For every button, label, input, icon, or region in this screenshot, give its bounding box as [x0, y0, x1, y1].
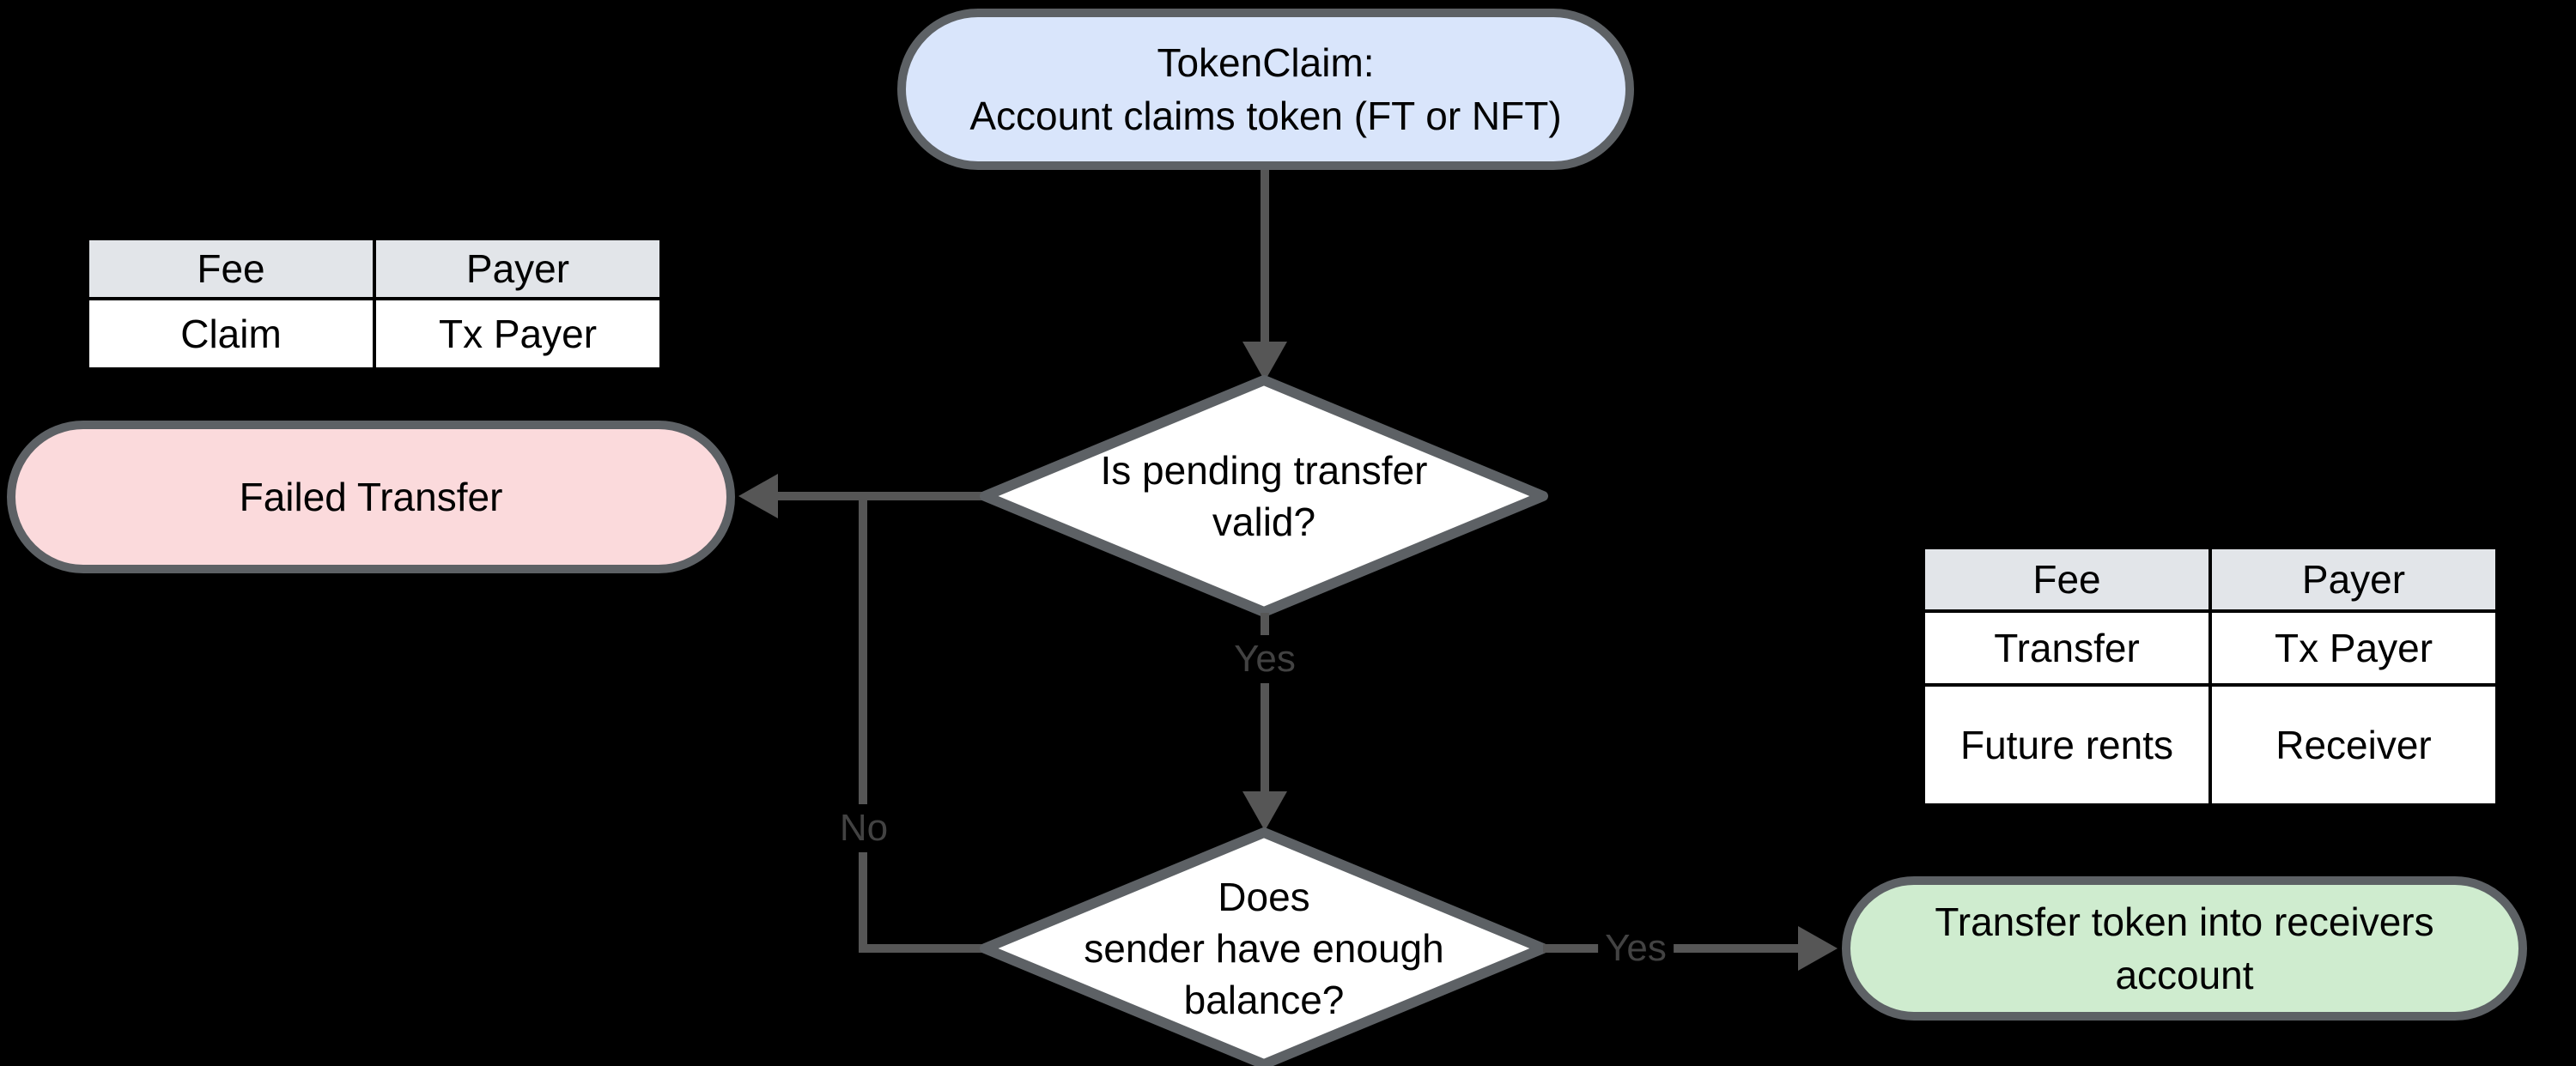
- edge-label-yes: Yes: [1227, 635, 1303, 683]
- table-header-row: Fee Payer: [1922, 546, 2499, 613]
- edge-balance-to-failed-horizontal: [859, 944, 987, 953]
- table-header-row: Fee Payer: [86, 237, 663, 300]
- transfer-table-cell-fee2: Future rents: [1922, 683, 2212, 807]
- decision1-text: Is pending transfer valid?: [1100, 445, 1427, 548]
- failed-node-label: Failed Transfer: [239, 475, 503, 519]
- claim-table-cell-payer: Tx Payer: [373, 297, 663, 371]
- edge-label-yes: Yes: [1598, 924, 1674, 972]
- edge-start-to-valid: [1261, 170, 1269, 347]
- edge-balance-to-failed-vertical: [859, 492, 867, 953]
- decision1-line2: valid?: [1212, 500, 1316, 544]
- edge-valid-to-balance: [1261, 613, 1269, 796]
- claim-fee-table: Fee Payer Claim Tx Payer: [86, 237, 663, 371]
- table-row: Future rents Receiver: [1922, 683, 2499, 807]
- edge-label-no: No: [832, 804, 896, 852]
- edge-valid-to-failed: [769, 492, 987, 500]
- failed-transfer-node: Failed Transfer: [7, 421, 735, 573]
- transfer-table-cell-fee1: Transfer: [1922, 609, 2212, 687]
- arrowhead-right-icon: [1798, 926, 1838, 971]
- success-transfer-node: Transfer token into receivers account: [1842, 876, 2527, 1021]
- decision2-text: Does sender have enough balance?: [1084, 871, 1443, 1026]
- start-node-line2: Account claims token (FT or NFT): [969, 94, 1562, 138]
- claim-table-header-fee: Fee: [86, 237, 376, 300]
- transfer-table-cell-payer1: Tx Payer: [2208, 609, 2499, 687]
- decision-sender-balance: Does sender have enough balance?: [979, 827, 1549, 1066]
- success-node-line2: account: [2115, 953, 2254, 997]
- edge-balance-to-success: [1543, 944, 1804, 953]
- decision1-line1: Is pending transfer: [1100, 448, 1428, 493]
- claim-table-header-payer: Payer: [373, 237, 663, 300]
- transfer-fee-table: Fee Payer Transfer Tx Payer Future rents…: [1922, 546, 2499, 807]
- diamond-shape: [980, 375, 1548, 617]
- arrowhead-down-icon: [1242, 791, 1287, 831]
- decision2-line1: Does: [1218, 875, 1310, 919]
- arrowhead-left-icon: [738, 474, 778, 518]
- transfer-table-cell-payer2: Receiver: [2208, 683, 2499, 807]
- decision2-line2: sender have enough: [1084, 926, 1444, 971]
- table-row: Claim Tx Payer: [86, 297, 663, 371]
- success-node-line1: Transfer token into receivers: [1935, 899, 2434, 944]
- decision2-line3: balance?: [1183, 978, 1345, 1022]
- table-row: Transfer Tx Payer: [1922, 609, 2499, 687]
- start-node-token-claim: TokenClaim: Account claims token (FT or …: [897, 9, 1634, 170]
- arrowhead-down-icon: [1242, 342, 1287, 381]
- decision-pending-transfer-valid: Is pending transfer valid?: [979, 374, 1549, 618]
- claim-table-cell-fee: Claim: [86, 297, 376, 371]
- transfer-table-header-payer: Payer: [2208, 546, 2499, 613]
- diamond-shape: [980, 827, 1548, 1066]
- start-node-line1: TokenClaim:: [1157, 40, 1375, 85]
- transfer-table-header-fee: Fee: [1922, 546, 2212, 613]
